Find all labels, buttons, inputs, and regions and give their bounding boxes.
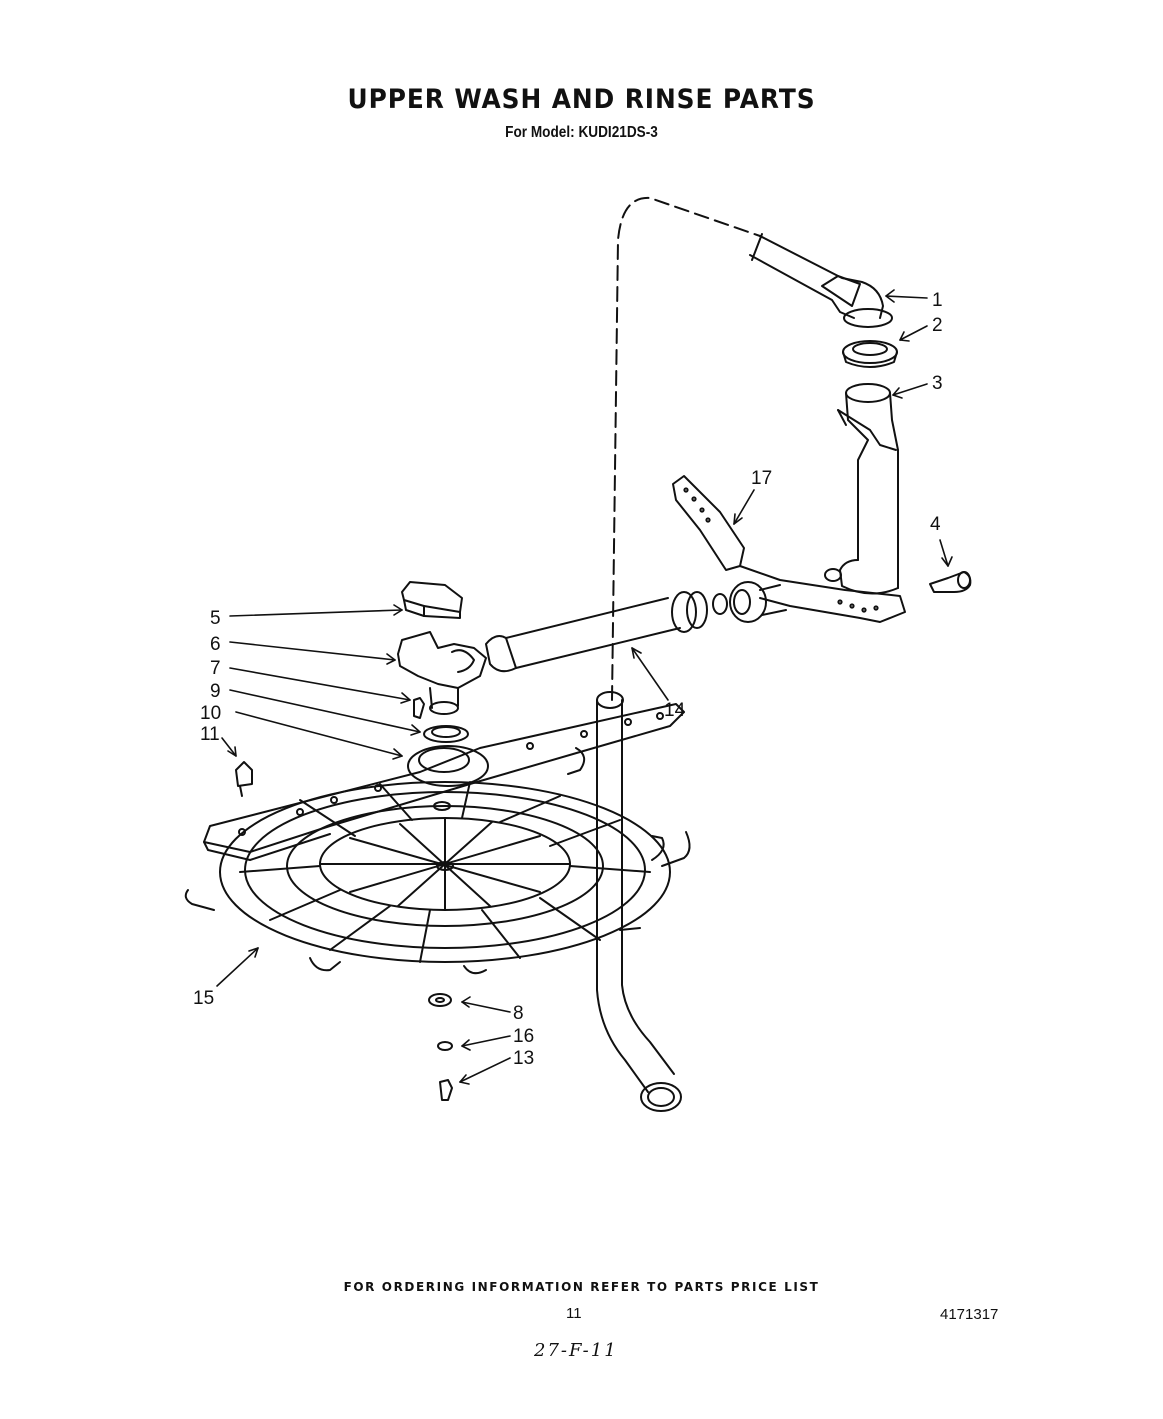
- callout-13: 13: [513, 1048, 534, 1069]
- handwritten-note: 27-F-11: [534, 1340, 618, 1361]
- cap-part-5: [401, 581, 463, 619]
- model-subtitle: For Model: KUDI21DS-3: [505, 124, 658, 141]
- document-number: 4171317: [940, 1306, 999, 1323]
- elbow-hose-part-1: [749, 233, 893, 328]
- washer-part-8: [428, 993, 452, 1007]
- leader-lines: [216, 289, 953, 1085]
- spray-arm: [203, 703, 685, 861]
- callout-3: 3: [932, 373, 943, 394]
- rack-wheel-part-15: [184, 747, 691, 975]
- callout-labels: 1 2 3 4 5 6 7 9 10 11 14 15 8 16 13 17: [193, 290, 943, 1069]
- callout-1: 1: [932, 290, 943, 311]
- feed-tube-part-14: [485, 591, 708, 673]
- callout-5: 5: [210, 608, 221, 629]
- seal-ring-part-9: [423, 725, 469, 743]
- callout-8: 8: [513, 1003, 524, 1024]
- callout-7: 7: [210, 658, 221, 679]
- manifold-tube-part-3: [824, 383, 899, 595]
- callout-16: 16: [513, 1026, 534, 1047]
- ordering-note: FOR ORDERING INFORMATION REFER TO PARTS …: [343, 1280, 820, 1294]
- plug-part-4: [929, 571, 972, 593]
- callout-4: 4: [930, 514, 941, 535]
- callout-6: 6: [210, 634, 221, 655]
- screw-part-13: [439, 1079, 453, 1101]
- dashed-water-path: [611, 196, 761, 701]
- callout-9: 9: [210, 681, 221, 702]
- vertical-supply-tube: [596, 691, 682, 1112]
- callout-17: 17: [751, 468, 772, 489]
- callout-2: 2: [932, 315, 943, 336]
- page-number: 11: [566, 1305, 582, 1322]
- washer-part-16: [437, 1041, 453, 1051]
- bracket-part-17: [672, 475, 906, 623]
- callout-14: 14: [664, 700, 686, 721]
- screw-part-7: [413, 697, 425, 719]
- callout-10: 10: [200, 703, 221, 724]
- grommet-part-2: [842, 340, 898, 368]
- page-title: UPPER WASH AND RINSE PARTS: [347, 84, 816, 115]
- callout-11: 11: [200, 724, 220, 745]
- coupling-hub: [712, 581, 787, 623]
- hub-clamp-part-6: [397, 631, 487, 715]
- nozzle-part-11: [235, 761, 253, 797]
- callout-15: 15: [193, 988, 214, 1009]
